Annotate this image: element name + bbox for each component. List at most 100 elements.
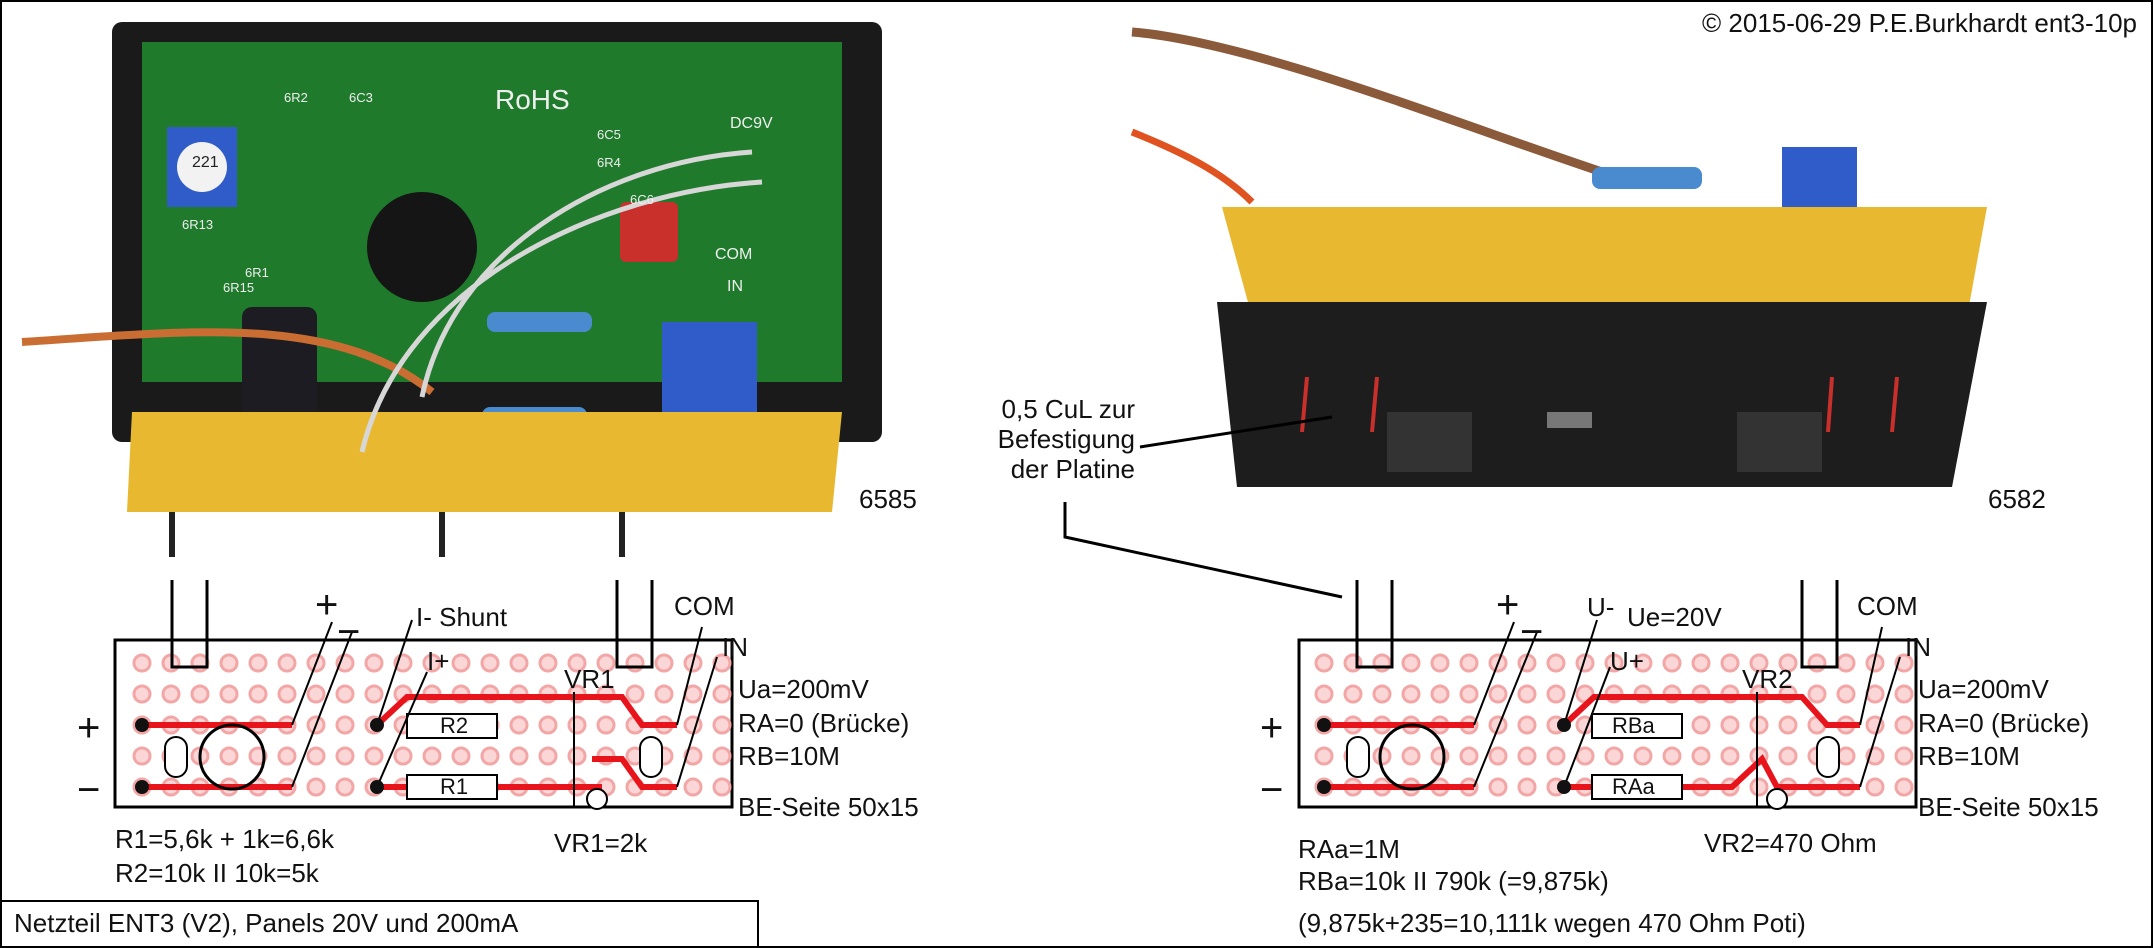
- board-pad: [422, 653, 442, 673]
- board-pad: [306, 684, 326, 704]
- left-shunt-label: I- Shunt: [416, 602, 508, 632]
- leader-line-1: [1139, 415, 1333, 449]
- left-diagram: [113, 580, 734, 810]
- board-pad: [712, 684, 732, 704]
- board-pad: [1778, 715, 1798, 735]
- board-pad: [364, 684, 384, 704]
- right-cap-symbol: [1346, 736, 1370, 778]
- right-raa-label: RAa: [1612, 774, 1655, 799]
- board-pad: [1662, 653, 1682, 673]
- silkscreen-6c5: 6C5: [597, 127, 621, 142]
- right-note-ra: RA=0 (Brücke): [1918, 708, 2090, 738]
- pot-marking: 221: [192, 154, 219, 171]
- right-lead-uminus: [1563, 619, 1598, 726]
- clip-1: [1387, 412, 1472, 472]
- board-pad: [480, 653, 500, 673]
- pad-dot: [370, 718, 384, 732]
- board-pad: [683, 684, 703, 704]
- left-value-r1: R1=5,6k + 1k=6,6k: [115, 824, 334, 854]
- resistor-r2: [487, 312, 592, 332]
- leader-line-2: [1063, 502, 1343, 599]
- board-pad: [364, 746, 384, 766]
- silkscreen-rohs: RoHS: [495, 84, 570, 115]
- left-board-outline: [113, 638, 734, 809]
- right-lead-plus: [1473, 621, 1515, 726]
- right-lead-com: [1859, 626, 1883, 726]
- pad-dot: [1317, 718, 1331, 732]
- board-pad: [1720, 715, 1740, 735]
- board-pad: [1372, 653, 1392, 673]
- board-pad: [132, 653, 152, 673]
- wire-bundle: [21, 328, 435, 396]
- right-uminus-label: U-: [1587, 592, 1615, 622]
- board-pad: [248, 684, 268, 704]
- pad-dot: [135, 718, 149, 732]
- pad-dot: [1557, 780, 1571, 794]
- cul-annotation-line-2: Befestigung: [997, 424, 1135, 454]
- board-pad: [1894, 777, 1914, 797]
- board-pad: [1836, 653, 1856, 673]
- board-pad: [1865, 777, 1885, 797]
- board-pad: [277, 653, 297, 673]
- trim-pot-dial: [177, 142, 227, 192]
- board-pad: [567, 746, 587, 766]
- board-pad: [1488, 746, 1508, 766]
- wire-silver-1: [419, 149, 753, 398]
- board-pad: [1633, 746, 1653, 766]
- board-pad: [509, 715, 529, 735]
- board-pad: [277, 746, 297, 766]
- board-pad: [1807, 684, 1827, 704]
- right-be-side: BE-Seite 50x15: [1918, 792, 2099, 822]
- board-pad: [1778, 653, 1798, 673]
- board-pad: [1546, 653, 1566, 673]
- left-lead-shunt: [376, 619, 413, 726]
- board-pad: [625, 684, 645, 704]
- board-pad: [683, 746, 703, 766]
- left-be-side: BE-Seite 50x15: [738, 792, 919, 822]
- capacitor-red: [620, 202, 678, 262]
- right-ue-label: Ue=20V: [1627, 602, 1722, 632]
- board-pad: [683, 777, 703, 797]
- board-pad: [1691, 653, 1711, 673]
- silkscreen-6r4: 6R4: [597, 155, 621, 170]
- board-pad: [480, 746, 500, 766]
- right-plus-label: +: [1260, 706, 1284, 750]
- right-top-plus: +: [1496, 583, 1520, 627]
- board-pad: [712, 746, 732, 766]
- stripboard-left: [127, 412, 842, 512]
- board-pad: [451, 653, 471, 673]
- board-pad: [596, 715, 616, 735]
- board-pad: [1807, 653, 1827, 673]
- left-lead-com: [676, 626, 703, 726]
- board-pad: [1894, 715, 1914, 735]
- board-pad: [248, 746, 268, 766]
- board-pad: [277, 684, 297, 704]
- silkscreen-6r15: 6R15: [223, 280, 255, 295]
- right-rba-label: RBa: [1612, 713, 1655, 738]
- left-photo: [21, 22, 882, 557]
- cul-wire-3: [1826, 376, 1834, 433]
- figure-title: Netzteil ENT3 (V2), Panels 20V und 200mA: [2, 900, 759, 946]
- right-cap-symbol-2: [1816, 736, 1840, 778]
- board-pad: [1836, 684, 1856, 704]
- board-pad: [248, 653, 268, 673]
- board-pad: [219, 684, 239, 704]
- board-pad: [1459, 684, 1479, 704]
- pad-dot: [1317, 780, 1331, 794]
- cul-annotation-line-1: 0,5 CuL zur: [1001, 394, 1135, 424]
- left-note-ua: Ua=200mV: [738, 674, 869, 704]
- left-note-ra: RA=0 (Brücke): [738, 708, 910, 738]
- left-vr-screw: [586, 788, 608, 810]
- board-pad: [422, 746, 442, 766]
- right-pin-conn-2: [1800, 580, 1839, 669]
- silkscreen-6r1: 6R1: [245, 265, 269, 280]
- right-minus-label: −: [1260, 768, 1284, 812]
- board-pad: [364, 653, 384, 673]
- pad-dot: [135, 780, 149, 794]
- board-pad: [132, 746, 152, 766]
- board-pad: [161, 684, 181, 704]
- board-pad: [1749, 653, 1769, 673]
- right-note-rb: RB=10M: [1918, 741, 2020, 771]
- board-pad: [1691, 715, 1711, 735]
- board-pad: [1517, 684, 1537, 704]
